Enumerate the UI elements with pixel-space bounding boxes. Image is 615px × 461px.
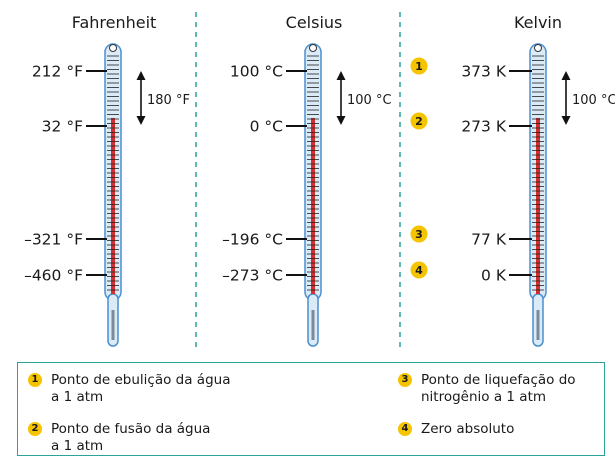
badge-1-number: 1 [415,60,423,73]
celsius-range-arrow-head-up [336,71,346,80]
badge-3 [410,225,428,243]
celsius-mark-label: –273 °C [222,267,283,285]
kelvin-range-arrow-head-down [561,116,571,125]
fahrenheit-range-arrow-head-down [136,116,146,125]
fahrenheit-top-bulb [109,44,117,52]
kelvin-range-arrow-head-up [561,71,571,80]
celsius-range-arrow-head-down [336,116,346,125]
legend-item-2: 2 Ponto de fusão da água a 1 atm [28,421,210,455]
fahrenheit-mark-label: –460 °F [24,267,83,285]
fahrenheit-mercury [111,118,115,294]
celsius-top-bulb [309,44,317,52]
badge-4 [410,261,428,279]
kelvin-mercury [536,118,540,294]
kelvin-mark-label: 0 K [481,267,507,285]
fahrenheit-mark-label: 32 °F [42,118,83,136]
celsius-title: Celsius [286,13,343,32]
celsius-mark-label: –196 °C [222,231,283,249]
kelvin-range-label: 100 °C [572,93,615,108]
celsius-mark-label: 0 °C [250,118,283,136]
legend-text-3: Ponto de liquefação do nitrogênio a 1 at… [421,372,576,405]
badge-1 [410,57,428,75]
kelvin-mark-label: 373 K [461,63,507,81]
legend-item-4: 4 Zero absoluto [398,421,514,438]
badge-3-number: 3 [415,228,423,241]
legend-box: 1 Ponto de ebulição da água a 1 atm 2 Po… [17,362,605,456]
kelvin-mark-label: 273 K [461,118,507,136]
legend-item-3: 3 Ponto de liquefação do nitrogênio a 1 … [398,372,576,406]
legend-text-2: Ponto de fusão da água a 1 atm [51,421,211,454]
badge-2-number: 2 [415,115,423,128]
fahrenheit-mark-label: 212 °F [32,63,83,81]
legend-text-4: Zero absoluto [421,421,515,437]
kelvin-top-bulb [534,44,542,52]
fahrenheit-mark-label: –321 °F [24,231,83,249]
celsius-mercury [311,118,315,294]
kelvin-title: Kelvin [514,13,562,32]
legend-text-1: Ponto de ebulição da água a 1 atm [51,372,231,405]
legend-badge-1: 1 [28,373,42,387]
legend-badge-3: 3 [398,373,412,387]
legend-badge-2: 2 [28,422,42,436]
legend-badge-4: 4 [398,422,412,436]
badge-4-number: 4 [415,264,423,277]
fahrenheit-range-arrow-head-up [136,71,146,80]
fahrenheit-range-label: 180 °F [147,93,190,108]
badge-2 [410,112,428,130]
celsius-range-label: 100 °C [347,93,392,108]
legend-item-1: 1 Ponto de ebulição da água a 1 atm [28,372,230,406]
fahrenheit-title: Fahrenheit [72,13,157,32]
celsius-mark-label: 100 °C [230,63,283,81]
kelvin-mark-label: 77 K [471,231,507,249]
